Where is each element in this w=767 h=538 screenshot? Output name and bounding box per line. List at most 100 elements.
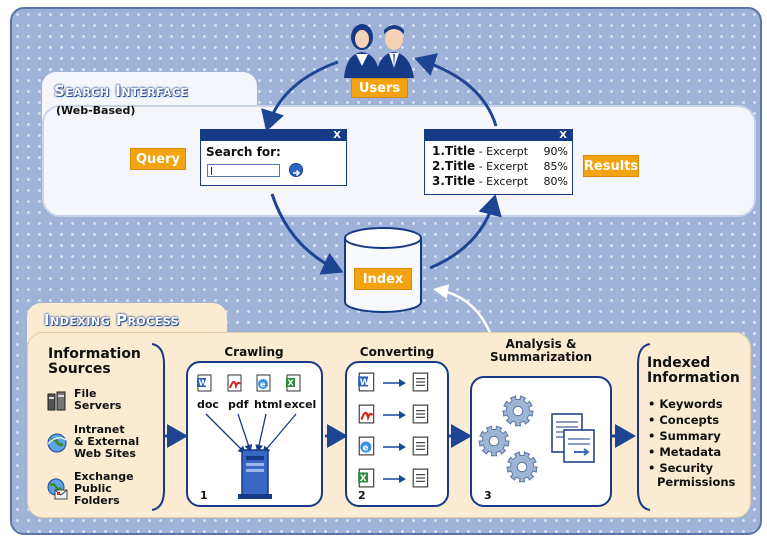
doc-type-label: excel <box>284 398 317 411</box>
result-score: 90% <box>543 145 568 158</box>
close-icon[interactable]: X <box>559 130 567 141</box>
result-title[interactable]: 3.Title <box>432 174 476 188</box>
search-interface-subtitle: (Web-Based) <box>56 104 136 117</box>
excel-doc-icon: X <box>286 374 301 392</box>
gear-hub <box>488 435 500 447</box>
results-window: X 1.Title - Excerpt 90% 2.Title - Excerpt 8… <box>424 129 573 195</box>
users-label: Users <box>351 78 408 98</box>
svg-text:W: W <box>199 379 208 388</box>
conversion-row: W <box>358 372 438 394</box>
doc-type-label: doc <box>197 398 219 411</box>
sources-bracket <box>151 343 165 511</box>
source-file-line1: File <box>74 387 97 400</box>
analysis-number: 3 <box>484 489 492 502</box>
source-item-web-sites: Intranet & External Web Sites <box>46 424 150 464</box>
analysis-title: Analysis & Summarization <box>470 338 612 364</box>
query-label: Query <box>130 148 186 170</box>
gear-hub <box>516 461 528 473</box>
indexed-item: • Security <box>648 461 714 475</box>
result-score: 85% <box>543 160 568 173</box>
results-list: 1.Title - Excerpt 90% 2.Title - Excerpt 85%… <box>425 141 572 189</box>
result-title[interactable]: 2.Title <box>432 159 476 173</box>
file-servers-icon <box>47 391 66 411</box>
source-exchange-line2: Public <box>74 482 112 495</box>
exchange-icon <box>47 478 68 500</box>
result-row[interactable]: 1.Title - Excerpt 90% <box>432 144 568 159</box>
conversion-row: e <box>358 436 438 458</box>
indexed-item: • Metadata <box>648 445 722 459</box>
result-excerpt: - Excerpt <box>475 160 529 173</box>
html-doc-icon: e <box>256 374 271 392</box>
result-excerpt: - Excerpt <box>475 175 529 188</box>
globe-icon <box>47 433 67 453</box>
crawler-server-icon <box>238 448 272 500</box>
indexed-heading-line2: Information <box>647 370 740 386</box>
search-prompt: Search for: <box>206 145 281 159</box>
convert-arrow-icon <box>383 411 406 419</box>
indexed-heading: Indexed Information <box>647 356 740 386</box>
gears-icon <box>478 393 550 485</box>
result-row[interactable]: 2.Title - Excerpt 85% <box>432 159 568 174</box>
search-input[interactable] <box>207 164 280 177</box>
users-icon <box>338 22 418 78</box>
search-window: X Search for: <box>200 129 347 186</box>
indexing-process-title: Indexing Process <box>44 311 180 329</box>
svg-text:X: X <box>288 379 295 388</box>
search-go-button[interactable] <box>289 163 303 177</box>
svg-text:W: W <box>360 378 370 388</box>
conversion-row: X <box>358 468 438 490</box>
text-doc-icon <box>412 404 429 424</box>
indexed-list: • Keywords • Concepts • Summary • Metadata •… <box>648 395 735 491</box>
indexed-heading-line1: Indexed <box>647 355 711 371</box>
svg-text:e: e <box>260 380 266 389</box>
result-title[interactable]: 1.Title <box>432 144 476 158</box>
indexed-bracket <box>637 343 651 511</box>
text-doc-icon <box>412 372 429 392</box>
conversion-row <box>358 404 438 426</box>
sources-heading-line2: Sources <box>48 361 111 377</box>
source-exchange-line3: Folders <box>74 494 120 507</box>
crawling-title: Crawling <box>224 345 284 359</box>
crawling-number: 1 <box>200 489 208 502</box>
source-web-line2: & External <box>74 435 140 448</box>
close-icon[interactable]: X <box>333 130 341 141</box>
indexed-item: Permissions <box>657 475 736 489</box>
convert-arrow-icon <box>383 379 406 387</box>
analysis-title-line1: Analysis & <box>505 337 577 351</box>
search-window-titlebar: X <box>201 130 346 141</box>
doc-type-label: pdf <box>228 398 249 411</box>
pdf-doc-icon <box>358 404 375 424</box>
converting-number: 2 <box>358 489 366 502</box>
text-doc-icon <box>412 468 429 488</box>
source-web-line3: Web Sites <box>74 447 136 460</box>
indexed-item: • Keywords <box>648 397 723 411</box>
svg-text:X: X <box>360 474 367 484</box>
result-score: 80% <box>543 175 568 188</box>
result-row[interactable]: 3.Title - Excerpt 80% <box>432 174 568 189</box>
summary-document-icon <box>550 412 596 464</box>
crawl-arrows <box>205 413 297 454</box>
convert-arrow-icon <box>383 443 406 451</box>
index-label: Index <box>354 268 412 290</box>
excel-doc-icon: X <box>358 468 375 488</box>
indexed-item: • Concepts <box>648 413 720 427</box>
word-doc-icon: W <box>358 372 375 392</box>
results-window-titlebar: X <box>425 130 572 141</box>
source-exchange-line1: Exchange <box>74 470 134 483</box>
gear-hub <box>512 405 524 417</box>
html-doc-icon: e <box>358 436 375 456</box>
converting-title: Converting <box>359 345 435 359</box>
source-web-line1: Intranet <box>74 423 125 436</box>
convert-arrow-icon <box>383 475 406 483</box>
text-doc-icon <box>412 436 429 456</box>
result-excerpt: - Excerpt <box>475 145 529 158</box>
analysis-title-line2: Summarization <box>489 350 593 364</box>
results-label: Results <box>583 155 639 177</box>
sources-heading-line1: Information <box>48 346 141 362</box>
source-file-line2: Servers <box>74 399 122 412</box>
pdf-doc-icon <box>227 374 242 392</box>
indexed-item: • Summary <box>648 429 721 443</box>
source-item-file-servers: File Servers <box>46 388 146 418</box>
svg-text:e: e <box>363 443 369 453</box>
doc-type-label: html <box>254 398 283 411</box>
